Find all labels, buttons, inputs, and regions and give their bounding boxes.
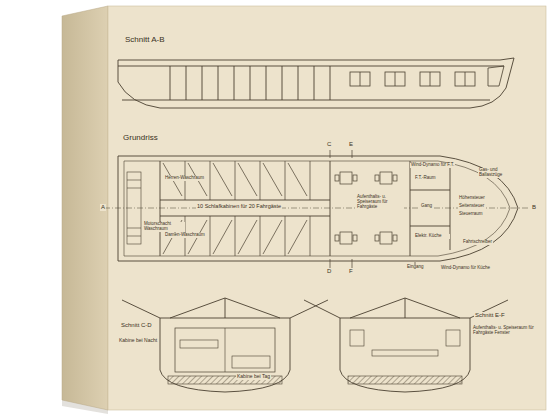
room-label: Steuerraum [458,212,484,217]
part-label: Wind-Dynamo für F.T. [410,163,455,168]
room-label: Damen-Waschraum [164,233,206,238]
wall-line [288,220,307,254]
section-title: Grundriss [122,134,159,143]
wall-line [186,66,187,100]
wall-line [310,161,311,200]
room-label: Motorschacht Waschraum [143,222,185,232]
wall-line [260,161,261,200]
wall-line [235,216,236,256]
wall-line [210,161,211,200]
section-title: Schnitt C-D [120,322,153,329]
wall-line [298,66,299,100]
wall-line [238,220,257,254]
wall-line [266,66,267,100]
part-label: Aufenthalts- u. Speiseraum für Fahrgäste… [472,326,540,336]
wall-line [202,66,203,100]
wall-line [282,66,283,100]
room-label: Herren-Waschraum [164,176,205,181]
wall-line [238,163,257,196]
section-letter: D [326,268,332,275]
wall-line [263,163,282,196]
part-label: Fahrtschreiber [462,240,493,245]
section-letter: B [531,204,537,211]
wall-line [263,220,282,254]
room-label: Höhensteuer [458,196,486,201]
wall-line [210,216,211,256]
room-label: Elektr. Küche [414,234,450,239]
wall-line [314,66,315,100]
room-label: 10 Schlafkabinen für 20 Fahrgäste [196,203,282,209]
wall-line [285,216,286,256]
part-label: Kabine bei Nacht [118,338,158,344]
part-label: Wind-Dynamo für Küche [440,266,491,271]
wall-line [213,163,232,196]
room-label: Aufenthalts- u. Speiseraum für Fahrgäste [356,195,404,210]
part-label: Gas- und Ballastzüge [478,168,520,178]
wall-line [170,66,171,100]
wall-line [218,66,219,100]
section-letter: F [348,268,354,275]
part-label: Kabine bei Tag [236,374,271,380]
wall-line [288,163,307,196]
part-label: Eingang [406,265,425,270]
wall-line [234,66,235,100]
section-title: Schnitt E-F [474,312,506,319]
wall-line [260,216,261,256]
wall-line [213,220,232,254]
section-title: Schnitt A-B [124,36,166,45]
wall-line [310,216,311,256]
room-label: Gang [420,204,433,209]
wall-line [235,161,236,200]
section-letter: C [326,141,332,148]
section-letter: E [348,141,354,148]
room-label: Seitensteuer [458,204,485,209]
wall-line [250,66,251,100]
wall-line [285,161,286,200]
room-label: F.T.-Raum [414,176,437,181]
wall-line [330,66,331,100]
section-letter: A [100,204,106,211]
